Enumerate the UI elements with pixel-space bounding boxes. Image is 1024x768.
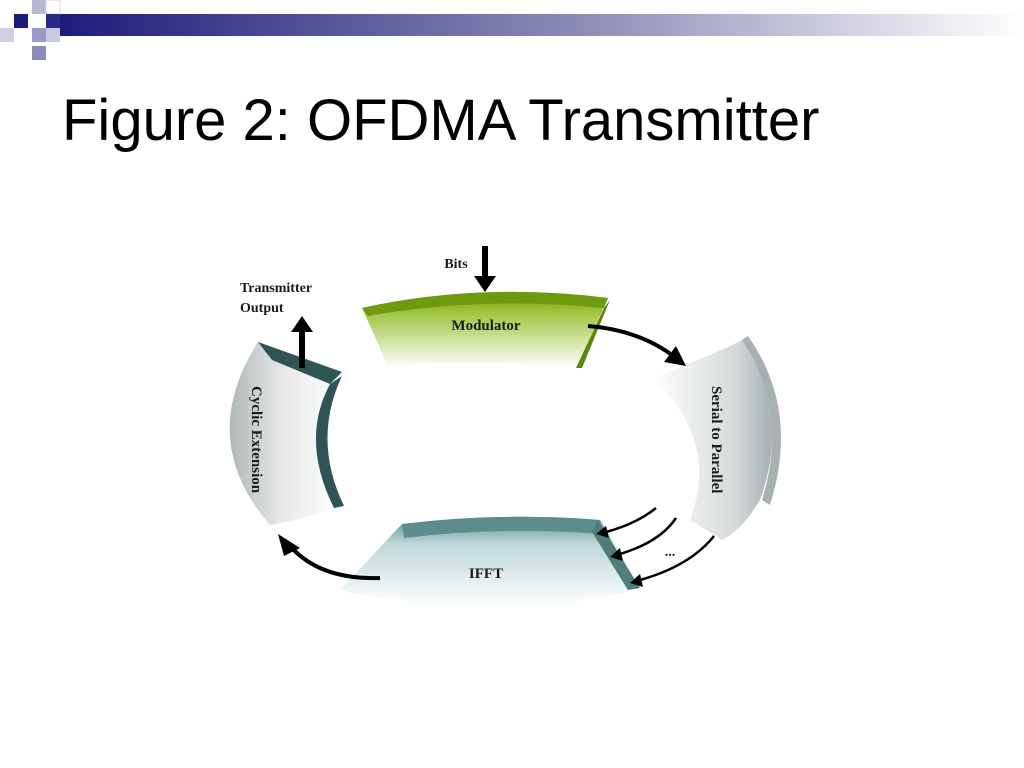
ifft-label: IFFT [469,566,503,582]
parallel-ellipsis: ... [665,545,676,560]
deco-square [32,28,46,42]
bits-input-arrow [474,246,496,292]
deco-square [46,28,60,42]
ifft-block: IFFT [340,516,640,606]
header-gradient-bar [60,14,1024,36]
header-decoration [0,0,1024,60]
slide-title: Figure 2: OFDMA Transmitter [62,88,820,153]
cyclic-extension-block: Cyclic Extension [229,342,344,525]
serial-to-parallel-label: Serial to Parallel [708,386,724,493]
cyclic-extension-label: Cyclic Extension [248,386,264,494]
transmitter-output-label-line2: Output [240,301,284,316]
deco-square [14,14,28,28]
ifft-to-cyclic-arrow [278,534,381,581]
modulator-block: Modulator [362,291,610,368]
transmitter-output-label-line1: Transmitter [240,281,312,296]
bits-label: Bits [444,257,468,272]
stp-to-ifft-arrows [596,507,715,587]
serial-to-parallel-block: Serial to Parallel [652,336,781,540]
modulator-label: Modulator [451,318,521,334]
deco-square [32,0,46,14]
transmitter-output-arrow [291,316,313,368]
modulator-to-stp-arrow [587,324,686,366]
deco-square [0,28,14,42]
deco-square [32,46,46,60]
deco-square [46,14,60,28]
